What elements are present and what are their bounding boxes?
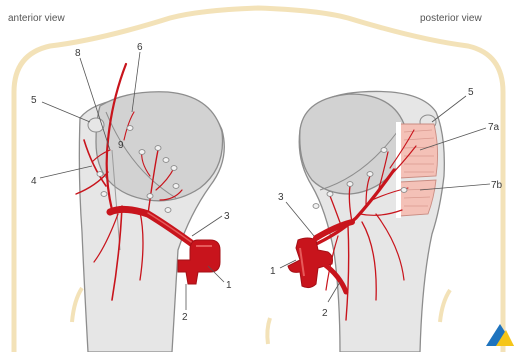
foramen	[327, 192, 333, 197]
foramen	[101, 192, 107, 197]
foramen	[97, 172, 103, 177]
leader-5	[42, 102, 90, 122]
foramen	[401, 188, 407, 193]
anterior-label-8: 8	[75, 48, 81, 59]
foramen	[163, 158, 169, 163]
foramen	[155, 146, 161, 151]
foramen	[139, 150, 145, 155]
anterior-axillary-artery	[178, 240, 220, 284]
leader-3	[286, 202, 314, 236]
posterior-label-3: 3	[278, 192, 284, 203]
foramen	[165, 208, 171, 213]
posterior-white-band	[396, 122, 401, 218]
posterior-label-7b: 7b	[491, 180, 503, 191]
anterior-label-2: 2	[182, 312, 188, 323]
posterior-humerus	[299, 91, 444, 352]
anterior-label-9: 9	[118, 140, 124, 151]
arm-crease-center	[267, 318, 270, 344]
foramen	[173, 184, 179, 189]
arm-crease-left	[72, 288, 82, 322]
anterior-label-6: 6	[137, 42, 143, 53]
anterior-label-4: 4	[31, 176, 37, 187]
foramen	[367, 172, 373, 177]
anterior-label-5: 5	[31, 95, 37, 106]
foramen	[127, 126, 133, 131]
arm-crease-right	[440, 290, 450, 322]
posterior-label-2: 2	[322, 308, 328, 319]
anterior-label-3: 3	[224, 211, 230, 222]
foramen	[171, 166, 177, 171]
leader-3	[192, 216, 222, 236]
foramen	[147, 194, 153, 199]
posterior-label-5: 5	[468, 87, 474, 98]
anterior-label-1: 1	[226, 280, 232, 291]
foramen	[313, 204, 319, 209]
leader-5	[432, 96, 466, 122]
foramen	[381, 148, 387, 153]
foramen	[347, 182, 353, 187]
posterior-label-7a: 7a	[488, 122, 500, 133]
posterior-label-1: 1	[270, 266, 276, 277]
publisher-logo-icon	[486, 324, 514, 346]
anterior-humerus	[79, 92, 224, 352]
